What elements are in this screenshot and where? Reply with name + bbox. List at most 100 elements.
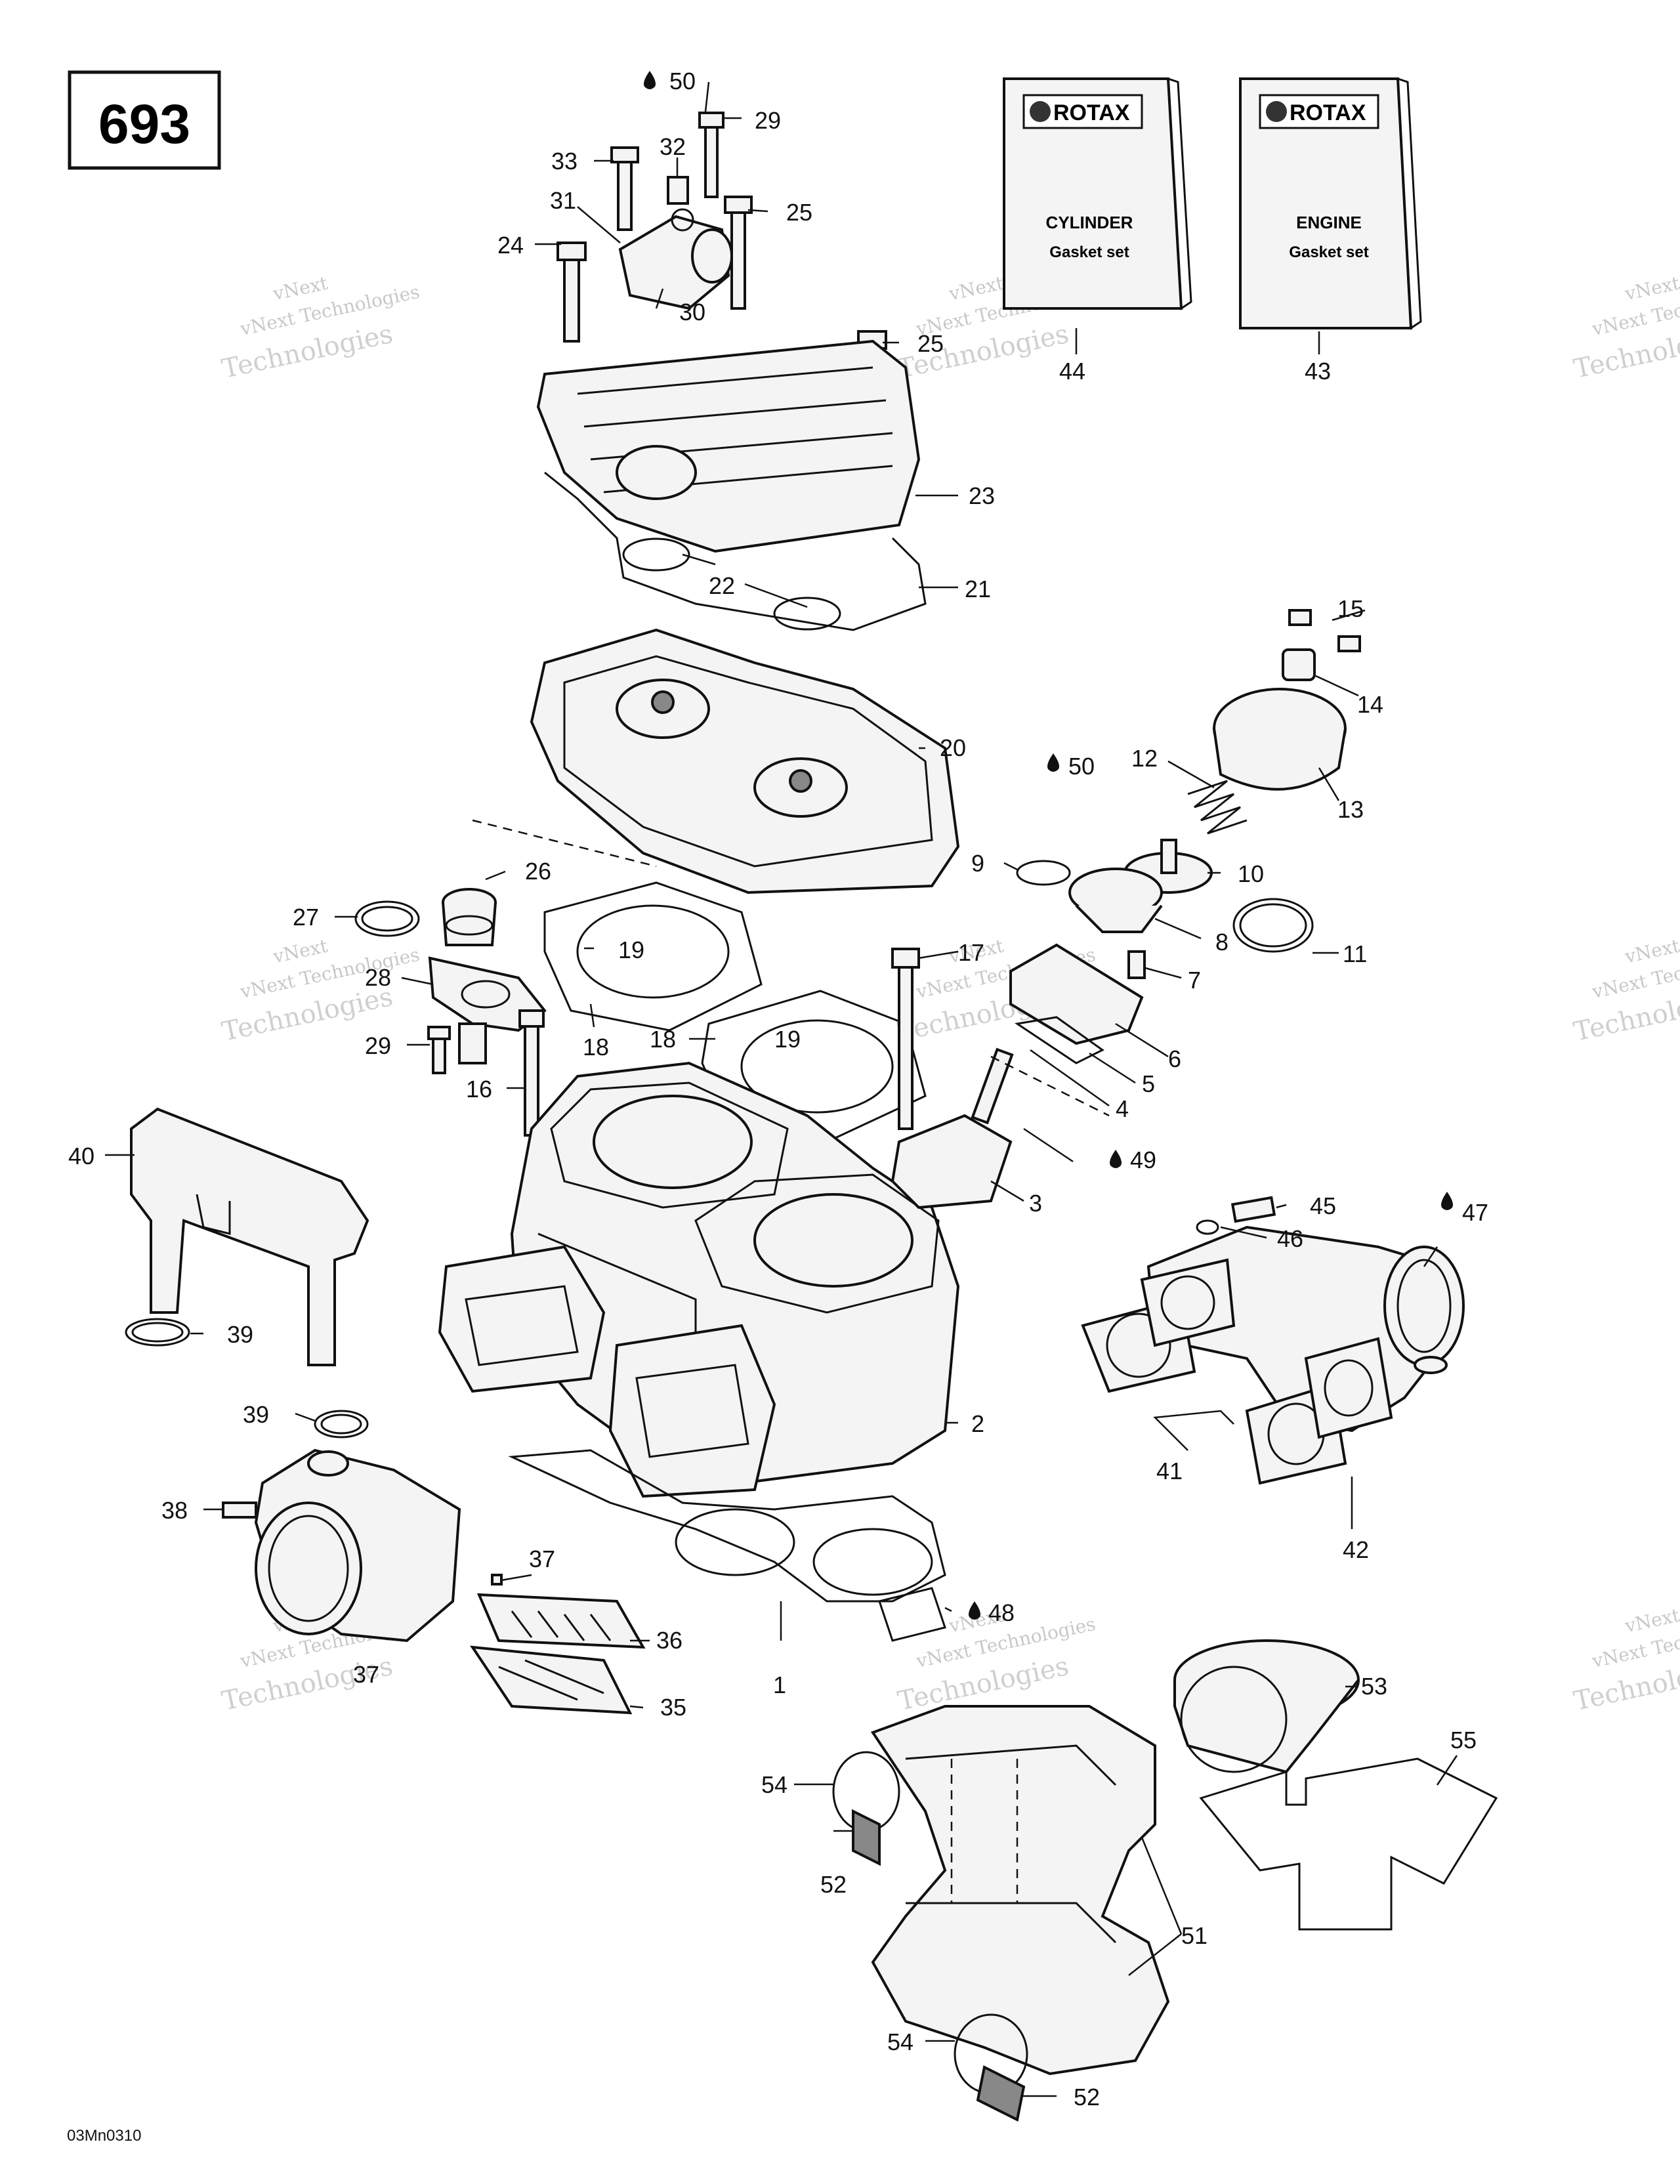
callout-29: 29 <box>365 1032 391 1059</box>
reed-petals-36 <box>476 1593 646 1649</box>
callout-52: 52 <box>1074 2084 1100 2110</box>
svg-text:vNext: vNext <box>1622 272 1680 304</box>
callout-38: 38 <box>161 1497 188 1524</box>
gasket-48 <box>878 1587 946 1642</box>
cover-cap-14 <box>1282 648 1316 681</box>
watermark: vNext vNext Technologies Technologies <box>219 934 421 1047</box>
reed-valve-housings <box>438 1245 776 1498</box>
callout-39: 39 <box>243 1401 269 1428</box>
callout-25: 25 <box>786 199 812 226</box>
callout-49: 49 <box>1130 1146 1156 1173</box>
callout-29: 29 <box>755 107 781 134</box>
callout-19: 19 <box>774 1026 801 1053</box>
callout-11: 11 <box>1343 940 1367 967</box>
dashed-guides-valve <box>472 819 1110 1117</box>
svg-text:vNext: vNext <box>270 272 330 304</box>
drawing-code: 03Mn0310 <box>67 2127 141 2145</box>
screw-37a <box>491 1574 503 1586</box>
callout-17: 17 <box>958 939 984 966</box>
callout-labels: 50 29 32 33 31 25 24 30 25 44 43 23 22 2… <box>68 68 1488 2110</box>
thermostat <box>442 888 497 946</box>
svg-text:CYLINDER: CYLINDER <box>1046 213 1133 232</box>
water-outlet-fitting <box>618 208 733 310</box>
callout-53: 53 <box>1361 1673 1387 1700</box>
svg-text:vNext: vNext <box>946 272 1006 304</box>
callout-5: 5 <box>1142 1070 1155 1097</box>
callout-3: 3 <box>1029 1190 1042 1217</box>
silencer-pad-55 <box>1199 1757 1498 1931</box>
watermark: vNext vNext Technologies Technologies <box>1571 1604 1680 1716</box>
callout-40: 40 <box>68 1143 94 1169</box>
callout-46: 46 <box>1277 1225 1303 1252</box>
callout-51: 51 <box>1181 1922 1208 1949</box>
long-bolt-17 <box>891 948 920 1130</box>
page-number: 693 <box>98 93 190 155</box>
callout-39: 39 <box>227 1321 253 1348</box>
callout-33: 33 <box>551 148 578 175</box>
callout-15: 15 <box>1337 595 1364 622</box>
spring-12 <box>1187 780 1248 835</box>
cylinder-gasket-set-booklet: ROTAX CYLINDER Gasket set <box>1003 77 1192 310</box>
svg-text:ENGINE: ENGINE <box>1296 213 1362 232</box>
o-ring-27 <box>354 900 420 937</box>
exhaust-valve-blade-3 <box>891 1047 1014 1209</box>
seal-52b <box>976 2065 1026 2122</box>
bolt-38 <box>222 1502 257 1519</box>
drop-icon <box>644 71 656 89</box>
callout-30: 30 <box>679 299 705 326</box>
watermark: vNext vNext Technologies Technologies <box>1571 272 1680 384</box>
svg-text:ROTAX: ROTAX <box>1290 100 1366 125</box>
svg-text:vNext: vNext <box>1622 1604 1680 1637</box>
svg-text:vNext: vNext <box>1622 934 1680 967</box>
cylinder-head <box>530 628 960 894</box>
callout-2: 2 <box>971 1410 984 1437</box>
callout-9: 9 <box>971 850 984 877</box>
water-fitting-47 <box>1414 1356 1448 1374</box>
bolt-29b <box>427 1026 451 1074</box>
callout-32: 32 <box>660 133 686 160</box>
callout-24: 24 <box>497 232 524 259</box>
callout-14: 14 <box>1357 691 1383 718</box>
screws-15 <box>1288 609 1361 652</box>
rotax-logo-icon <box>1030 101 1051 122</box>
seal-52a <box>852 1809 881 1866</box>
callout-23: 23 <box>969 482 995 509</box>
callout-45: 45 <box>1310 1192 1336 1219</box>
gasket-5 <box>1015 1016 1104 1064</box>
svg-text:ROTAX: ROTAX <box>1053 100 1130 125</box>
callout-37: 37 <box>353 1661 379 1688</box>
callout-20: 20 <box>940 734 966 761</box>
rotax-logo-icon <box>1266 101 1287 122</box>
drop-icon <box>1047 753 1059 772</box>
callout-8: 8 <box>1215 929 1228 956</box>
leader-lines <box>105 81 1458 2097</box>
callout-25: 25 <box>917 330 944 357</box>
water-hose-40 <box>130 1107 369 1366</box>
callout-22: 22 <box>709 572 735 599</box>
callout-1: 1 <box>773 1671 786 1698</box>
intake-manifold-51 <box>870 1705 1170 2076</box>
page-number-box: 693 <box>68 70 221 170</box>
callout-44: 44 <box>1059 358 1085 385</box>
bellows-8 <box>1068 868 1163 933</box>
callout-16: 16 <box>466 1076 492 1102</box>
manifold-gaskets-41 <box>1081 1258 1236 1393</box>
callout-21: 21 <box>965 576 991 602</box>
callout-54: 54 <box>887 2028 914 2055</box>
bolt-16 <box>518 1009 545 1137</box>
o-ring-11 <box>1232 898 1314 953</box>
callout-52: 52 <box>820 1871 847 1898</box>
engine-gasket-set-booklet: ROTAX ENGINE Gasket set <box>1239 77 1422 330</box>
screw-7 <box>1127 950 1146 979</box>
callout-36: 36 <box>656 1627 682 1654</box>
callout-50: 50 <box>669 68 696 94</box>
drop-icon <box>969 1601 980 1620</box>
callout-41: 41 <box>1156 1458 1183 1484</box>
drop-icon <box>1110 1150 1122 1168</box>
cylinder-head-cover <box>536 339 921 553</box>
callout-13: 13 <box>1337 796 1364 823</box>
callout-50: 50 <box>1068 753 1095 780</box>
callout-12: 12 <box>1131 745 1158 772</box>
callout-55: 55 <box>1450 1727 1477 1754</box>
